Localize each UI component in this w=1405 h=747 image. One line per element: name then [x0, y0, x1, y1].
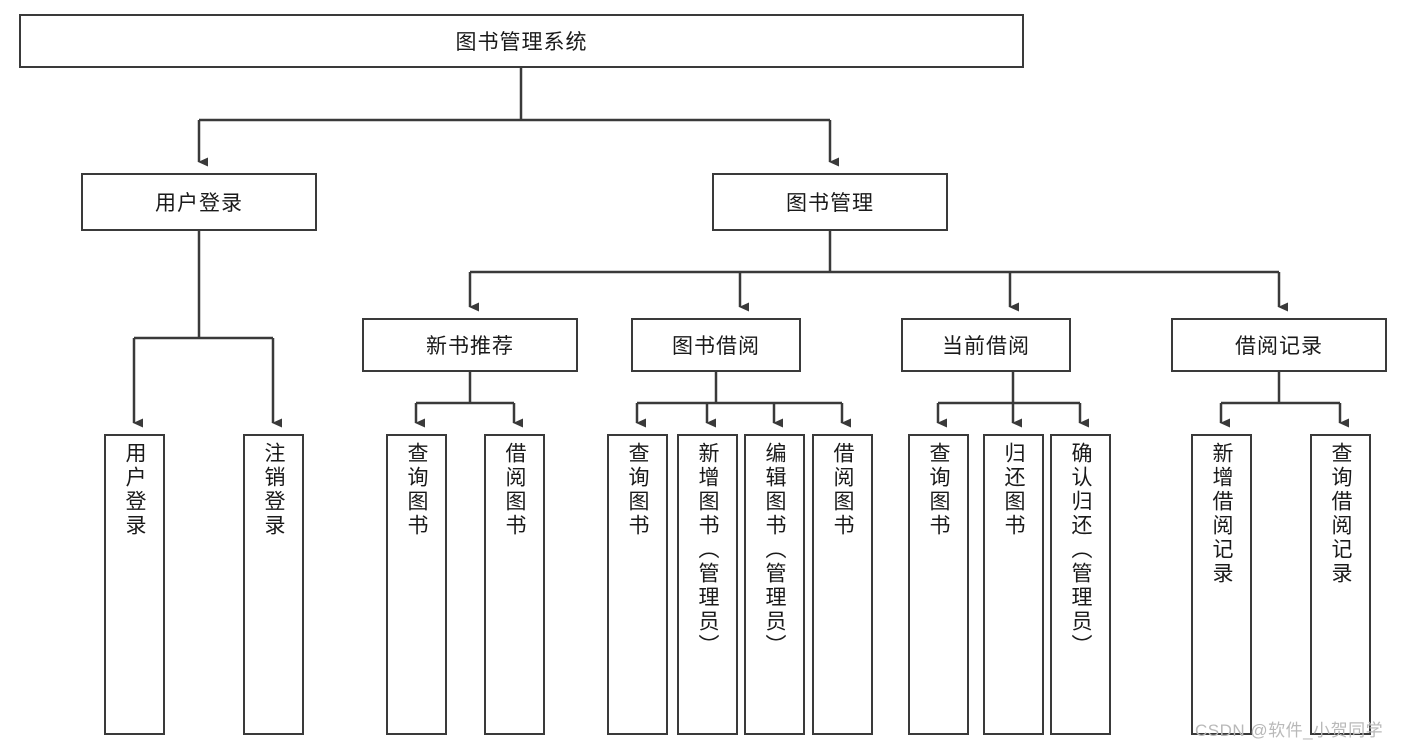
node-label: 查询图书 [405, 442, 428, 538]
node-borrow-record[interactable]: 借阅记录 [1171, 318, 1387, 372]
node-leaf-query-record[interactable]: 查询借阅记录 [1310, 434, 1371, 735]
node-book-borrow[interactable]: 图书借阅 [631, 318, 801, 372]
node-leaf-query-book-borrow[interactable]: 查询图书 [607, 434, 668, 735]
node-label: 归还图书 [1002, 442, 1025, 538]
node-label: 编辑图书（管理员） [763, 442, 786, 658]
node-label: 借阅记录 [1235, 335, 1323, 358]
node-label: 新书推荐 [426, 335, 514, 358]
node-label: 图书管理系统 [455, 31, 588, 54]
node-user-login[interactable]: 用户登录 [81, 173, 317, 231]
node-current-borrow[interactable]: 当前借阅 [901, 318, 1071, 372]
node-book-manage[interactable]: 图书管理 [712, 173, 948, 231]
node-leaf-return-book[interactable]: 归还图书 [983, 434, 1044, 735]
node-leaf-borrow-book-rec[interactable]: 借阅图书 [484, 434, 545, 735]
node-label: 借阅图书 [503, 442, 526, 538]
node-leaf-user-login[interactable]: 用户登录 [104, 434, 165, 735]
node-label: 用户登录 [123, 442, 146, 538]
node-leaf-logout-login[interactable]: 注销登录 [243, 434, 304, 735]
node-label: 图书借阅 [672, 335, 760, 358]
node-leaf-confirm-return[interactable]: 确认归还（管理员） [1050, 434, 1111, 735]
node-leaf-add-record[interactable]: 新增借阅记录 [1191, 434, 1252, 735]
node-label: 当前借阅 [942, 335, 1030, 358]
node-leaf-query-book-current[interactable]: 查询图书 [908, 434, 969, 735]
node-leaf-add-book[interactable]: 新增图书（管理员） [677, 434, 738, 735]
node-leaf-borrow-book[interactable]: 借阅图书 [812, 434, 873, 735]
node-leaf-edit-book[interactable]: 编辑图书（管理员） [744, 434, 805, 735]
connector-lines [132, 68, 1349, 428]
node-new-book-recommend[interactable]: 新书推荐 [362, 318, 578, 372]
node-root[interactable]: 图书管理系统 [19, 14, 1024, 68]
node-label: 用户登录 [155, 192, 243, 215]
node-leaf-query-book-rec[interactable]: 查询图书 [386, 434, 447, 735]
node-label: 图书管理 [786, 192, 874, 215]
node-label: 查询图书 [927, 442, 950, 538]
node-label: 借阅图书 [831, 442, 854, 538]
node-label: 查询借阅记录 [1329, 442, 1352, 586]
node-label: 确认归还（管理员） [1069, 442, 1092, 658]
node-label: 新增借阅记录 [1210, 442, 1233, 586]
node-label: 注销登录 [262, 442, 285, 538]
node-label: 查询图书 [626, 442, 649, 538]
node-label: 新增图书（管理员） [696, 442, 719, 658]
watermark-text: CSDN @软件_小贺同学 [1195, 721, 1384, 740]
